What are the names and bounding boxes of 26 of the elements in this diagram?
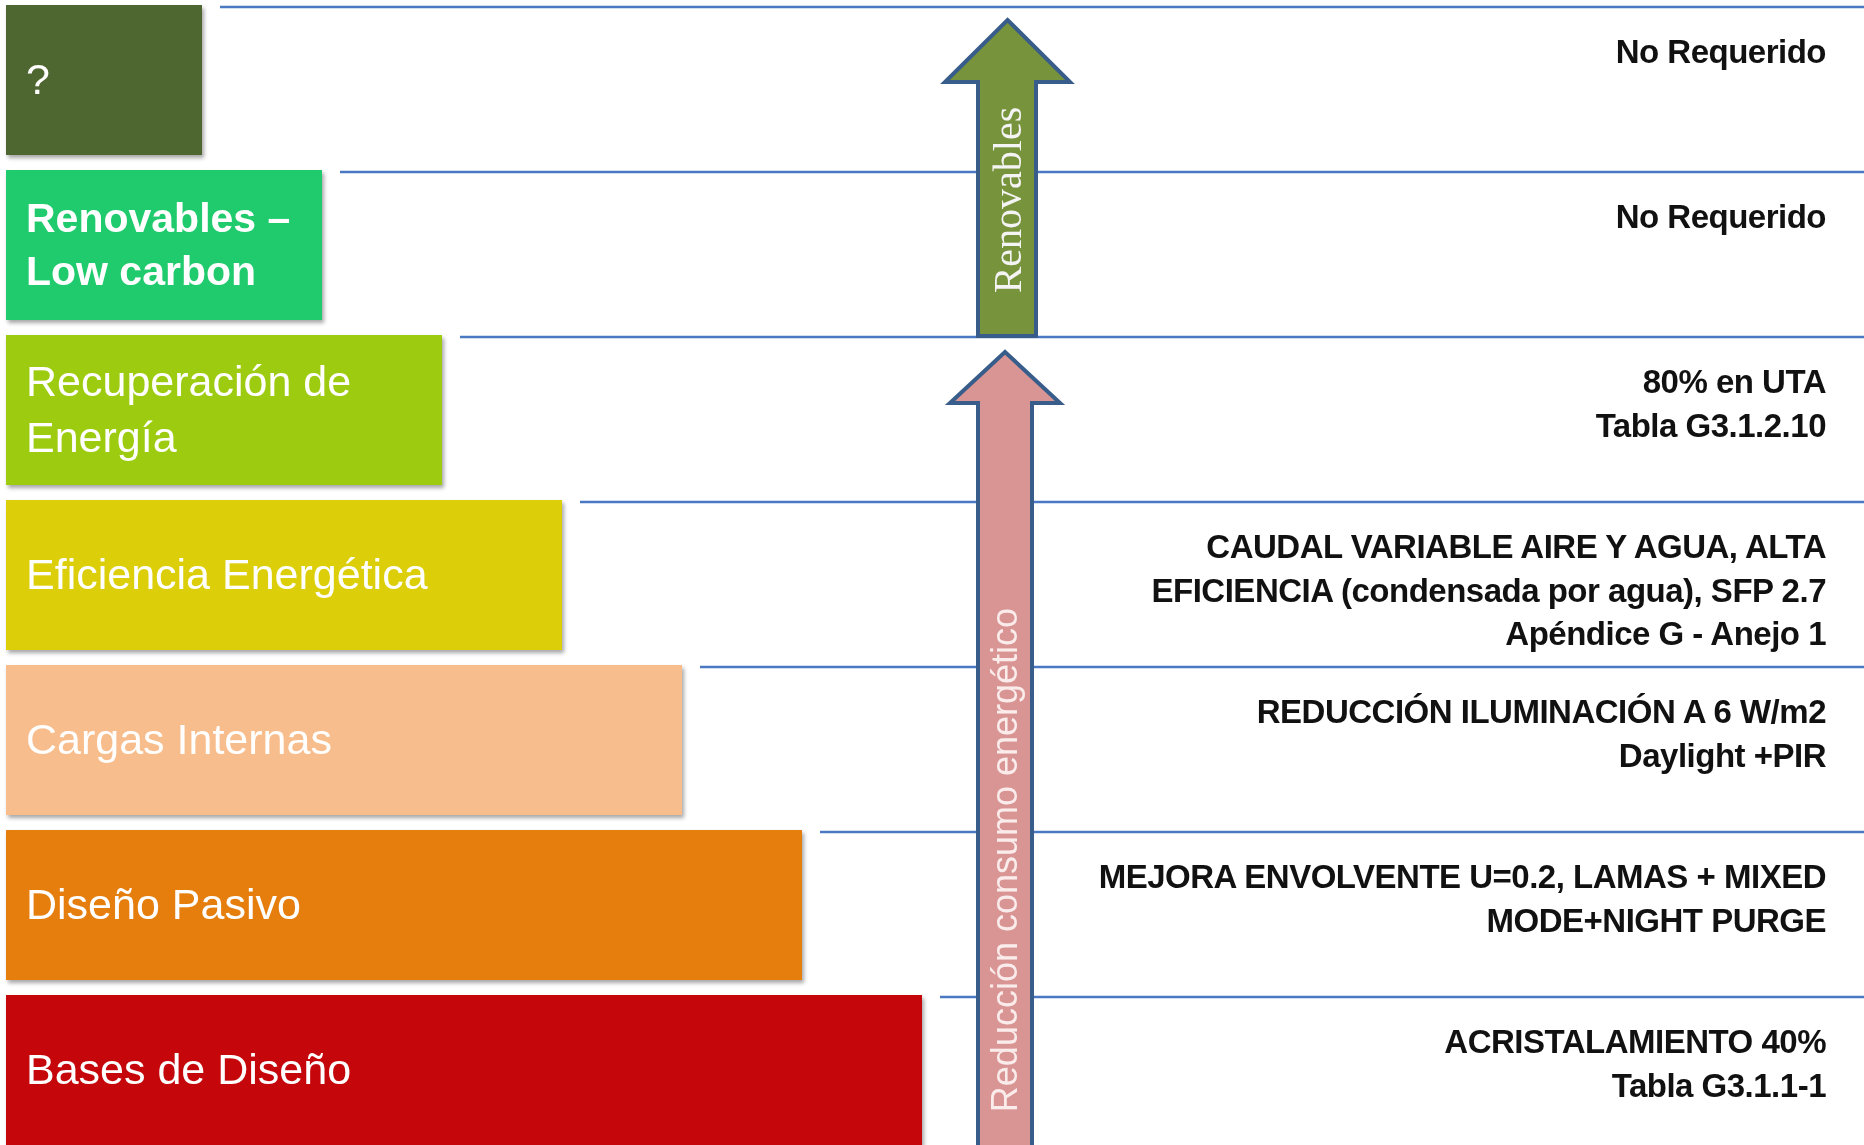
level-label: Renovables – Low carbon [26,193,292,296]
level-bar [6,335,442,485]
level-label: Bases de Diseño [26,1044,352,1096]
level-bar [6,170,322,320]
requirement-text: REDUCCIÓN ILUMINACIÓN A 6 W/m2 [1256,692,1826,732]
level-bar [6,995,922,1145]
level-bar [6,500,562,650]
requirement-text: Tabla G3.1.2.10 [1595,405,1826,446]
level-bar [6,665,682,815]
level-label: ? [26,54,50,106]
level-label: Cargas Internas [26,714,332,766]
level-bar [6,830,802,980]
requirement-text: 80% en UTA [1642,362,1826,402]
requirement-text: Daylight +PIR [1618,735,1826,776]
arrow-label: Renovables [983,106,1031,294]
requirement-text: No Requerido [1615,197,1826,237]
level-label: Diseño Pasivo [26,879,301,931]
arrow-label: Reducción consumo energético [984,607,1026,1113]
requirement-text: ACRISTALAMIENTO 40% [1444,1022,1826,1062]
level-bar [6,5,202,155]
requirement-text: CAUDAL VARIABLE AIRE Y AGUA, ALTA EFICIENCIA (condensada por agua), SFP 2.7 Apéndice G - Anejo 1 [1150,527,1826,655]
level-label: Recuperación de Energía [26,356,353,463]
requirement-text: No Requerido [1615,32,1826,72]
level-label: Eficiencia Energética [26,549,428,601]
requirement-text: Tabla G3.1.1-1 [1611,1065,1826,1106]
requirement-text: MEJORA ENVOLVENTE U=0.2, LAMAS + MIXED MODE+NIGHT PURGE [1097,857,1826,941]
